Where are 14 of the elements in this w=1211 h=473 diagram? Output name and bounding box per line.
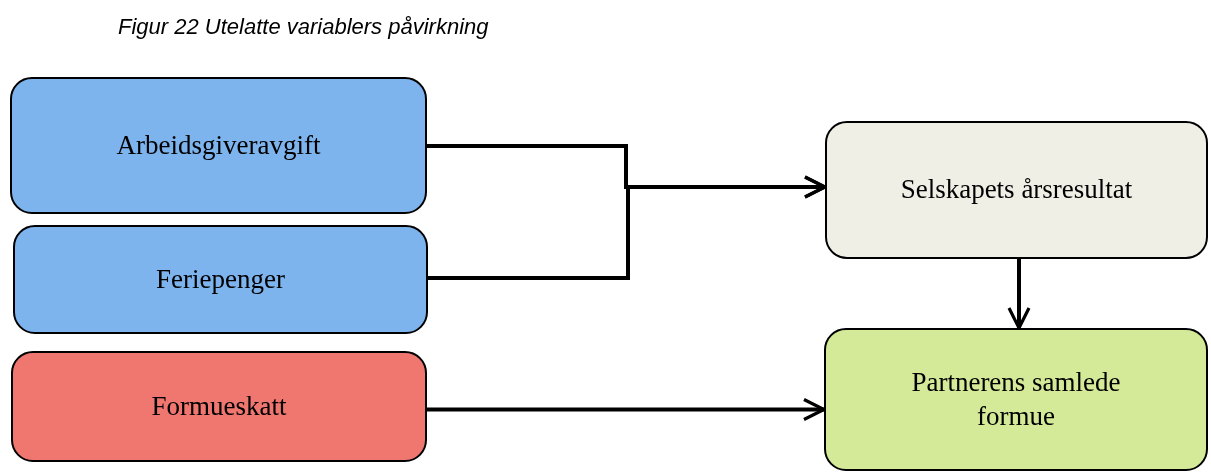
- box-label: Arbeidsgiveravgift: [115, 128, 322, 162]
- arrow: [428, 175, 827, 280]
- process-box: [825, 121, 1208, 259]
- process-box: [11, 351, 427, 462]
- figure-title: Figur 22 Utelatte variablers påvirkning: [118, 14, 489, 40]
- process-box: [13, 225, 428, 334]
- arrow: [1007, 259, 1031, 330]
- process-box: [824, 328, 1208, 471]
- box-label: Partnerens samlede formue: [910, 365, 1122, 433]
- box-label: Selskapets årsresultat: [899, 173, 1134, 207]
- process-box: [10, 77, 427, 214]
- box-label: Formueskatt: [150, 389, 288, 423]
- box-label: Feriepenger: [155, 262, 286, 296]
- arrow: [427, 397, 826, 422]
